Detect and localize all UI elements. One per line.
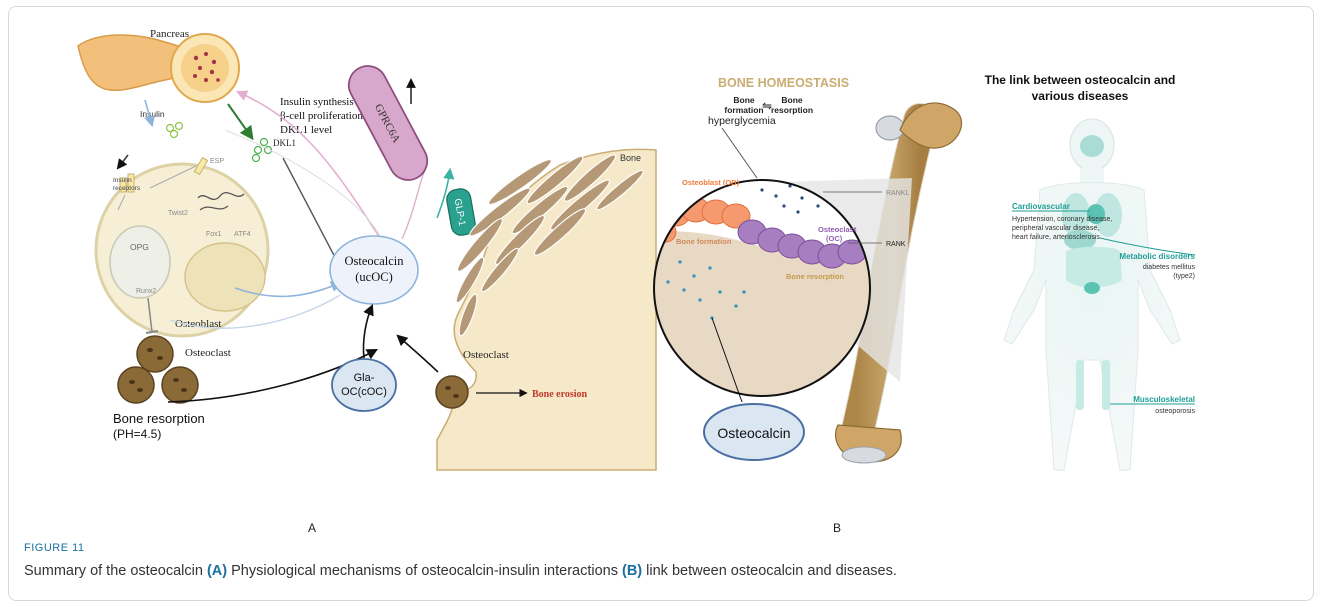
pancreas-illustration — [78, 34, 239, 102]
effect-beta-cell: β-cell proliferation — [280, 110, 363, 122]
bone-homeostasis-title: BONE HOMEOSTASIS — [718, 76, 849, 90]
panel-a: Pancreas Insulin DKL1 Insulin synthesis … — [78, 28, 656, 470]
osteoblast-nucleus — [185, 243, 265, 311]
twist2-label: Twist2 — [168, 210, 188, 217]
rankl-label: RANKL — [886, 190, 909, 197]
dkl1-label: DKL1 — [273, 138, 296, 148]
caption-b: (B) — [622, 563, 642, 579]
ph-label: (PH=4.5) — [113, 427, 161, 441]
cardio-line-3: heart failure, arteriosclerosis — [1012, 234, 1100, 241]
cardio-line-2: peripheral vascular disease, — [1012, 225, 1099, 232]
atf4-label: ATF4 — [234, 231, 251, 238]
formation-label-2: formation — [724, 105, 763, 115]
effect-dkl1: DKL1 level — [280, 124, 332, 136]
bone-formation-label: Bone formation — [676, 237, 732, 246]
gprc6a-receptor: GPRC6A — [342, 59, 434, 186]
dkl1-granules — [253, 139, 272, 162]
panel-b: BONE HOMEOSTASIS Bone formation ⇋ Bone r… — [650, 73, 1196, 470]
caption-part-2: Physiological mechanisms of osteocalcin-… — [227, 563, 622, 579]
bone-resorption-label-b: Bone resorption — [786, 272, 844, 281]
human-body-illustration — [1004, 119, 1180, 470]
opg-label: OPG — [130, 242, 149, 252]
esp-label: ESP — [210, 158, 224, 165]
resorbing-osteoclast — [436, 376, 468, 408]
osteocalcin-label: Osteocalcin — [344, 254, 404, 268]
osteocalcin-b-label: Osteocalcin — [717, 425, 790, 441]
caption-part-1: Summary of the osteocalcin — [24, 563, 207, 579]
osteoblast-ob-label: Osteoblast (OB) — [682, 178, 740, 187]
osteoclast-oc-label-1: Osteoclast — [818, 225, 857, 234]
panel-b-label: B — [833, 521, 841, 535]
panel-a-label: A — [308, 521, 316, 535]
ucoc-label: (ucOC) — [355, 270, 393, 284]
hyperglycemia-label: hyperglycemia — [708, 115, 776, 127]
effect-insulin-synthesis: Insulin synthesis — [280, 96, 354, 108]
insulin-receptors-label-1: Insulin — [113, 177, 132, 184]
bone-erosion-label: Bone erosion — [532, 389, 588, 400]
gla-label: Gla- — [354, 372, 375, 384]
bone-resorption-label: Bone resorption — [113, 411, 205, 426]
osteoclast-right-label: Osteoclast — [463, 349, 509, 361]
figure-number: FIGURE 11 — [24, 542, 85, 554]
rank-label: RANK — [886, 241, 906, 248]
diseases-title-2: various diseases — [1032, 89, 1129, 103]
insulin-label: Insulin — [140, 109, 165, 119]
caption-part-3: link between osteocalcin and diseases. — [642, 563, 897, 579]
osteoclast-label: Osteoclast — [185, 347, 231, 359]
runx2-label: Runx2 — [136, 288, 156, 295]
figure-caption: Summary of the osteocalcin (A) Physiolog… — [24, 563, 897, 579]
pancreas-label: Pancreas — [150, 28, 189, 40]
metabolic-line-2: (type2) — [1173, 273, 1195, 280]
insulin-receptors-label-2: receptors — [113, 185, 141, 192]
musculo-line-1: osteoporosis — [1155, 408, 1195, 415]
osteoclast-oc-label-2: (OC) — [826, 234, 843, 243]
resorption-label-2: resorption — [771, 105, 813, 115]
cardiovascular-title: Cardiovascular — [1012, 202, 1070, 211]
metabolic-title: Metabolic disorders — [1119, 252, 1195, 261]
caption-a: (A) — [207, 563, 227, 579]
musculoskeletal-title: Musculoskeletal — [1133, 395, 1195, 404]
cardio-line-1: Hypertension, coronary disease, — [1012, 216, 1112, 223]
insulin-granules — [167, 123, 183, 138]
diseases-title-1: The link between osteocalcin and — [985, 73, 1176, 87]
resorption-label-1: Bone — [781, 95, 803, 105]
fox1-label: Fox1 — [206, 231, 222, 238]
bone-label: Bone — [620, 153, 641, 163]
metabolic-line-1: diabetes mellitus — [1143, 264, 1196, 271]
gla-oc-node — [332, 359, 396, 411]
formation-label-1: Bone — [733, 95, 755, 105]
coc-label: OC(cOC) — [341, 386, 387, 398]
